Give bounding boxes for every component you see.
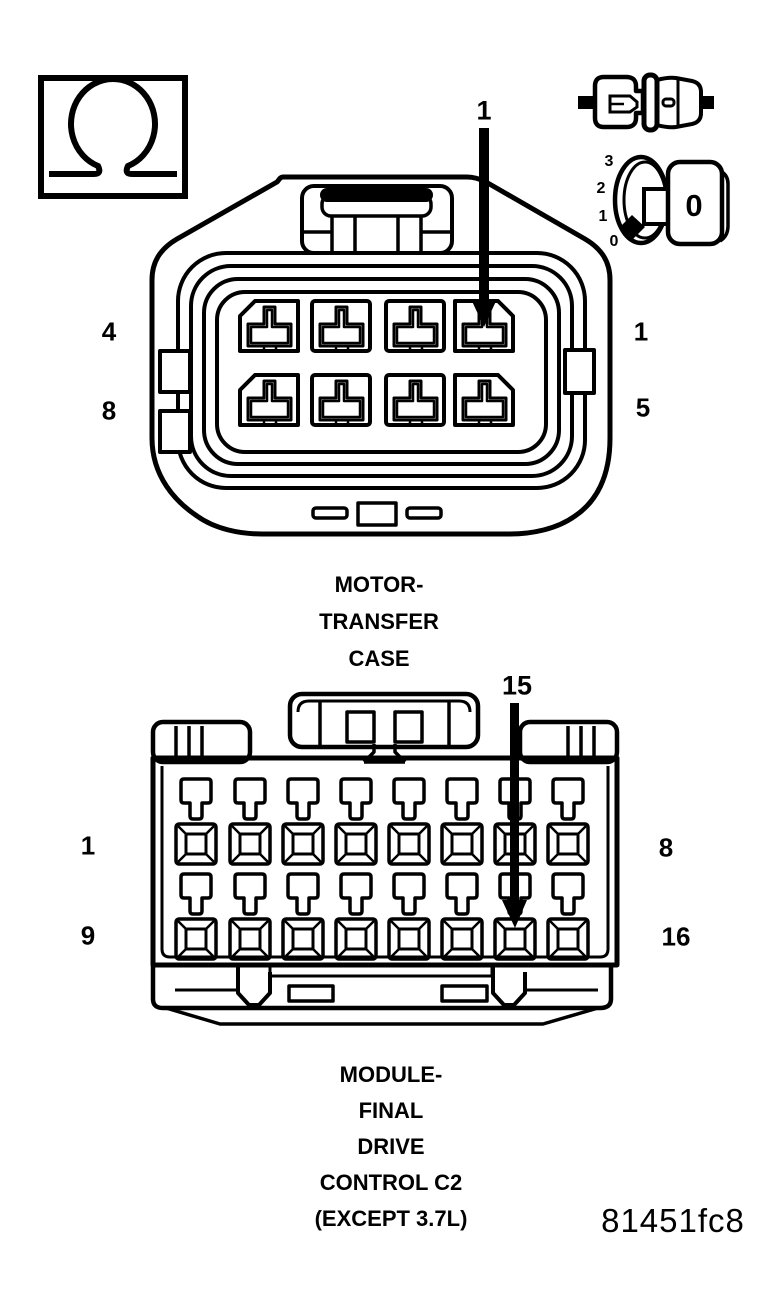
caption-line: MOTOR- — [334, 572, 424, 597]
bottom-connector-diagram — [150, 691, 620, 1026]
pin-cavity — [238, 373, 300, 427]
pin1-callout-arrow — [471, 128, 497, 327]
caption-line: DRIVE — [357, 1134, 425, 1159]
pin-cavity — [228, 822, 272, 866]
terminal-slot — [339, 872, 373, 916]
top-pin-label-4: 4 — [101, 316, 117, 347]
terminal-slot — [286, 777, 320, 821]
dial-pointer-marker — [620, 215, 645, 239]
terminal-slot — [445, 777, 479, 821]
index-slot — [405, 506, 443, 520]
caption-line: FINAL — [358, 1098, 424, 1123]
seal-ring-inner — [202, 277, 561, 466]
pin-cavity — [384, 373, 446, 427]
pin-cavity — [281, 822, 325, 866]
key-plate — [665, 159, 725, 247]
top-connector-diagram — [149, 174, 613, 537]
pin-cavity — [281, 917, 325, 961]
shoulder-left — [150, 719, 253, 765]
top-pin-label-8: 8 — [101, 395, 117, 426]
pin-cavity — [310, 373, 372, 427]
pin-cavity — [228, 917, 272, 961]
caption-line: (EXCEPT 3.7L) — [314, 1206, 468, 1231]
dial-scale-3: 3 — [604, 153, 614, 170]
wire-stub-left — [578, 96, 596, 109]
rotary-dial-icon — [612, 154, 730, 247]
pin-cavity — [174, 917, 218, 961]
terminal-slot — [551, 777, 585, 821]
caption-line: CONTROL C2 — [319, 1170, 463, 1195]
side-tab-left-lower — [158, 409, 192, 454]
pin-cavity — [546, 822, 590, 866]
dial-scale-1: 1 — [598, 208, 608, 225]
connector-latch — [300, 184, 454, 255]
bottom-pin-label-9: 9 — [80, 920, 96, 951]
side-tab-right — [563, 348, 596, 395]
terminal-slot — [233, 777, 267, 821]
side-tab-left-upper — [158, 349, 192, 394]
bottom-pin-label-16: 16 — [661, 921, 691, 952]
pin-cavity — [174, 822, 218, 866]
top-connector-caption: MOTOR- TRANSFER CASE — [319, 566, 439, 677]
bottom-connector-caption: MODULE- FINAL DRIVE CONTROL C2 (EXCEPT 3… — [315, 1057, 468, 1237]
terminal-slot — [286, 872, 320, 916]
pin-cavity — [440, 917, 484, 961]
caption-line: CASE — [348, 646, 410, 671]
index-slot — [311, 506, 349, 520]
pin-cavity — [310, 299, 372, 353]
connector-outer-shell — [149, 174, 613, 537]
seal-ring-middle — [189, 264, 574, 478]
terminal-slot — [392, 777, 426, 821]
terminal-slot — [445, 872, 479, 916]
terminal-slot — [339, 777, 373, 821]
pin-cavity — [440, 822, 484, 866]
cavity-wall — [215, 290, 548, 454]
caption-line: MODULE- — [339, 1062, 443, 1087]
caption-line: TRANSFER — [319, 609, 439, 634]
pin-cavity — [546, 917, 590, 961]
terminal-slot — [233, 872, 267, 916]
connector-base — [150, 964, 614, 1026]
bottom-pin-label-8: 8 — [658, 832, 674, 863]
bottom-pin-label-1: 1 — [80, 830, 96, 861]
top-callout-pin-number: 1 — [476, 95, 492, 126]
top-pin-label-1: 1 — [633, 316, 649, 347]
index-slot-center — [356, 501, 398, 527]
terminal-slot — [179, 777, 213, 821]
pin-cavity — [387, 822, 431, 866]
pin-cavity — [238, 299, 300, 353]
dial-scale-2: 2 — [596, 180, 606, 197]
shoulder-right — [517, 719, 620, 765]
figure-code: 81451fc8 — [601, 1202, 745, 1239]
terminal-slot — [551, 872, 585, 916]
pin-cavity — [334, 822, 378, 866]
pin-cavity — [453, 373, 515, 427]
pin-cavity — [387, 917, 431, 961]
dial-scale-0: 0 — [609, 233, 619, 250]
pin-cavity — [384, 299, 446, 353]
omega-logo — [38, 75, 188, 199]
bottom-callout-pin-number: 15 — [501, 670, 533, 701]
terminal-slot — [392, 872, 426, 916]
terminal-slot — [179, 872, 213, 916]
pin-cavity — [334, 917, 378, 961]
dial-key-value: 0 — [685, 188, 703, 223]
connector-pair-icon — [578, 72, 714, 133]
connector-latch — [287, 691, 481, 764]
pin15-callout-arrow — [502, 703, 527, 928]
top-pin-label-5: 5 — [635, 392, 651, 423]
